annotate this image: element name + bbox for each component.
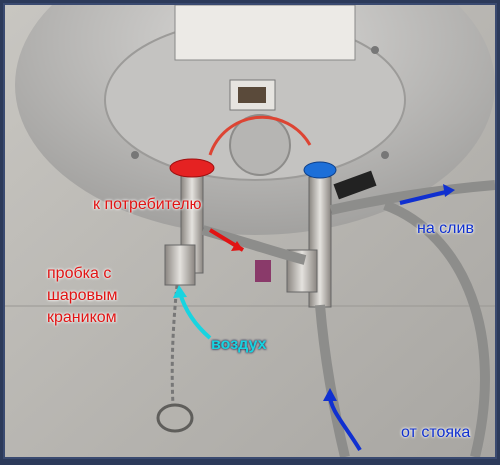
label-air: воздух: [211, 336, 267, 353]
label-plug-line2: шаровым: [47, 287, 118, 304]
label-drain: на слив: [417, 220, 474, 237]
hot-valve-handle: [169, 158, 215, 178]
plug-fitting: [164, 244, 196, 286]
label-to-consumer: к потребителю: [93, 196, 202, 213]
plug-chain: [170, 284, 179, 406]
screw: [381, 151, 389, 159]
drain-hose: [329, 180, 495, 215]
cold-valve-handle: [303, 161, 337, 179]
drain-arrowhead: [443, 184, 455, 197]
label-plug-line1: пробка с: [47, 265, 112, 282]
cold-valve-lever: [333, 170, 377, 200]
label-from-riser: от стояка: [401, 424, 471, 441]
water-heater-photo: [5, 5, 495, 457]
safety-valve-lever: [255, 260, 271, 282]
label-plug-line3: краником: [47, 309, 117, 326]
riser-arrowhead: [323, 388, 337, 401]
riser-hose: [315, 304, 350, 457]
thermostat-knob: [229, 114, 291, 176]
wall-tile-line: [5, 305, 495, 307]
drain-arrow: [399, 189, 451, 205]
air-arrowhead: [173, 285, 187, 298]
screw: [131, 151, 139, 159]
spec-plate: [174, 5, 356, 61]
consumer-arrowhead: [231, 241, 243, 251]
plug-cap: [156, 403, 194, 433]
screw: [371, 46, 379, 54]
riser-hose-2: [383, 200, 490, 457]
indicator-window: [238, 87, 266, 103]
temperature-scale: [208, 115, 312, 156]
photo-frame: к потребителю на слив пробка с шаровым к…: [3, 3, 497, 459]
